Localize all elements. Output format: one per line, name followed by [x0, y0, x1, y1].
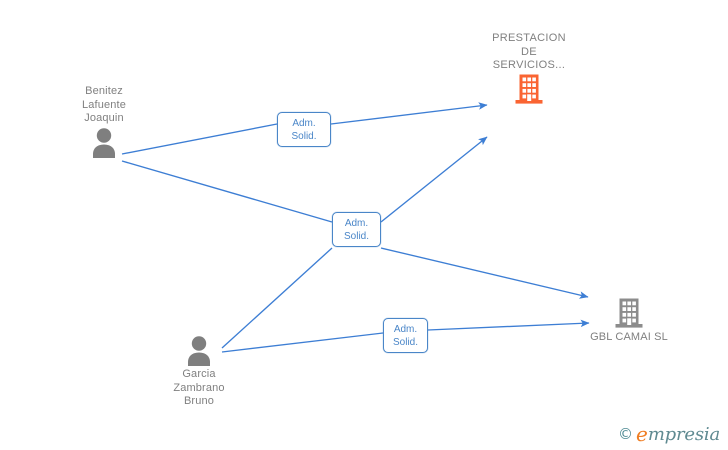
person-icon	[93, 127, 115, 158]
person-icon-wrap	[139, 334, 259, 368]
building-icon	[515, 74, 543, 104]
edge-label-adm-solid-middle[interactable]: Adm. Solid.	[332, 212, 381, 247]
node-label-company-prestacion: PRESTACION DE SERVICIOS...	[492, 32, 566, 71]
edge-label-adm-solid-bottom[interactable]: Adm. Solid.	[383, 318, 428, 353]
brand-name: mpresia	[647, 424, 720, 445]
brand-initial: e	[635, 422, 648, 446]
edge-garcia-to-gbl-b	[427, 319, 590, 331]
node-label-company-gbl-camai: GBL CAMAI SL	[590, 331, 668, 343]
node-label-person-benitez: Benitez Lafuente Joaquin	[81, 85, 127, 124]
edge-garcia-to-middle-label	[221, 247, 333, 349]
building-icon-wrap	[569, 297, 689, 331]
node-company-gbl-camai[interactable]: GBL CAMAI SL	[569, 297, 689, 345]
empresia-watermark: © empresia	[618, 424, 720, 444]
node-person-benitez[interactable]: Benitez Lafuente Joaquin	[44, 85, 164, 160]
edge-garcia-to-gbl-a	[221, 332, 384, 353]
copyright-icon: ©	[617, 424, 633, 443]
edge-middle-label-to-gbl	[380, 247, 589, 299]
node-company-prestacion[interactable]: PRESTACION DE SERVICIOS...	[469, 32, 589, 107]
node-label-person-garcia: Garcia Zambrano Bruno	[173, 368, 225, 407]
edge-benitez-to-prestacion-a	[121, 123, 278, 155]
brand-wordmark: empresia	[636, 424, 720, 444]
edge-benitez-to-prestacion-b	[330, 102, 488, 125]
person-icon-wrap	[44, 126, 164, 160]
building-icon	[615, 298, 643, 328]
edge-label-adm-solid-top[interactable]: Adm. Solid.	[277, 112, 331, 147]
edge-middle-label-to-prestacion	[380, 136, 488, 223]
edge-benitez-to-middle-label	[121, 160, 333, 223]
building-icon-wrap	[469, 73, 589, 107]
node-person-garcia[interactable]: Garcia Zambrano Bruno	[139, 334, 259, 409]
person-icon	[188, 336, 210, 366]
